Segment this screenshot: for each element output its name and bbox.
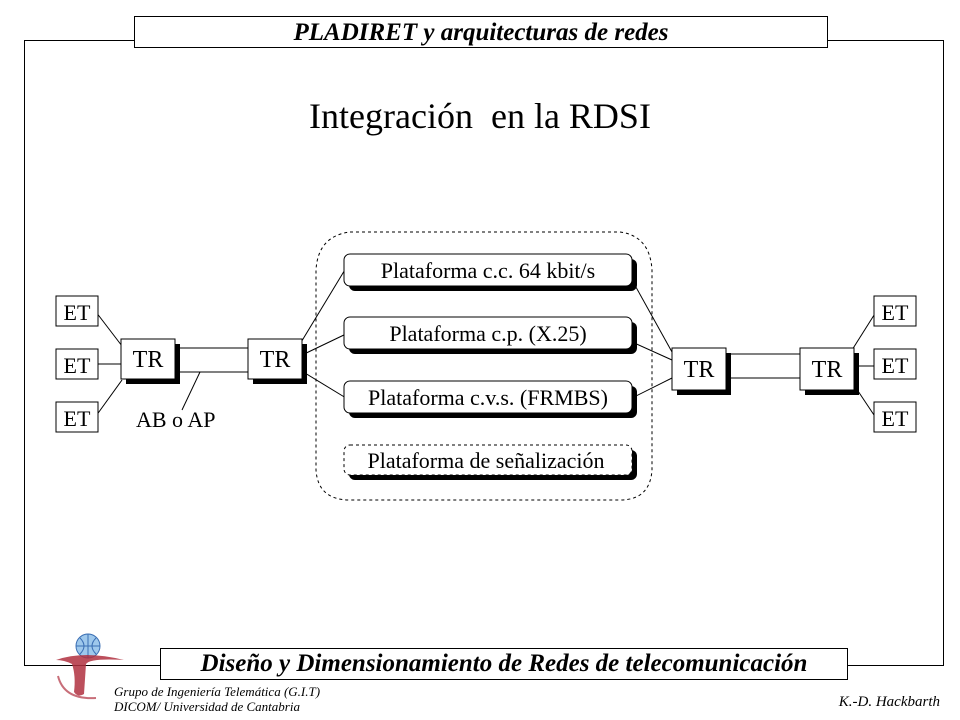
platform-box-cp: Plataforma c.p. (X.25) [343,316,637,354]
platform-label: Plataforma c.v.s. (FRMBS) [368,385,608,410]
tr-label: TR [260,347,291,373]
platform-box-cvs: Plataforma c.v.s. (FRMBS) [343,380,637,418]
tr-box-right-inner: TR [671,347,731,395]
left-terminal-group: ET ET ET [55,295,99,433]
platform-label: Plataforma de señalización [367,448,604,473]
et-label: ET [64,406,91,431]
et-label: ET [64,353,91,378]
et-label: ET [882,300,909,325]
tr-label: TR [133,347,164,373]
logo-t-shape [56,655,124,696]
tr-box-left-inner: TR [247,338,307,384]
footer-group-line: Grupo de Ingeniería Telemática (G.I.T) [114,684,321,699]
platform-box-signalling: Plataforma de señalización [343,444,637,480]
footer-dept-line: DICOM/ Universidad de Cantabria [114,699,300,714]
platform-label: Plataforma c.p. (X.25) [389,321,586,346]
et-box: ET [55,348,99,380]
footer-banner-title: Diseño y Dimensionamiento de Redes de te… [200,650,808,677]
left-connections [95,267,347,417]
slide-title: Integración en la RDSI [309,96,651,136]
tr-box-right-outer: TR [799,347,859,395]
link-label: AB o AP [136,407,215,432]
footer-banner: Diseño y Dimensionamiento de Redes de te… [160,648,848,680]
et-box: ET [873,401,917,433]
footer-author: K.-D. Hackbarth [838,694,940,710]
footer-affiliation: Grupo de Ingeniería Telemática (G.I.T) D… [114,684,320,714]
right-connections [631,279,877,419]
et-box: ET [55,295,99,327]
et-box: ET [55,401,99,433]
platform-label: Plataforma c.c. 64 kbit/s [381,258,595,283]
platform-box-cc: Plataforma c.c. 64 kbit/s [343,253,637,291]
tr-box-left-outer: TR [120,338,180,384]
et-box: ET [873,348,917,380]
header-banner-title: PLADIRET y arquitecturas de redes [293,19,669,46]
tr-label: TR [684,357,715,383]
et-label: ET [64,300,91,325]
et-label: ET [882,406,909,431]
et-box: ET [873,295,917,327]
et-label: ET [882,353,909,378]
git-logo [56,633,124,700]
tr-label: TR [812,357,843,383]
header-banner: PLADIRET y arquitecturas de redes [134,16,828,48]
right-terminal-group: ET ET ET [873,295,917,433]
